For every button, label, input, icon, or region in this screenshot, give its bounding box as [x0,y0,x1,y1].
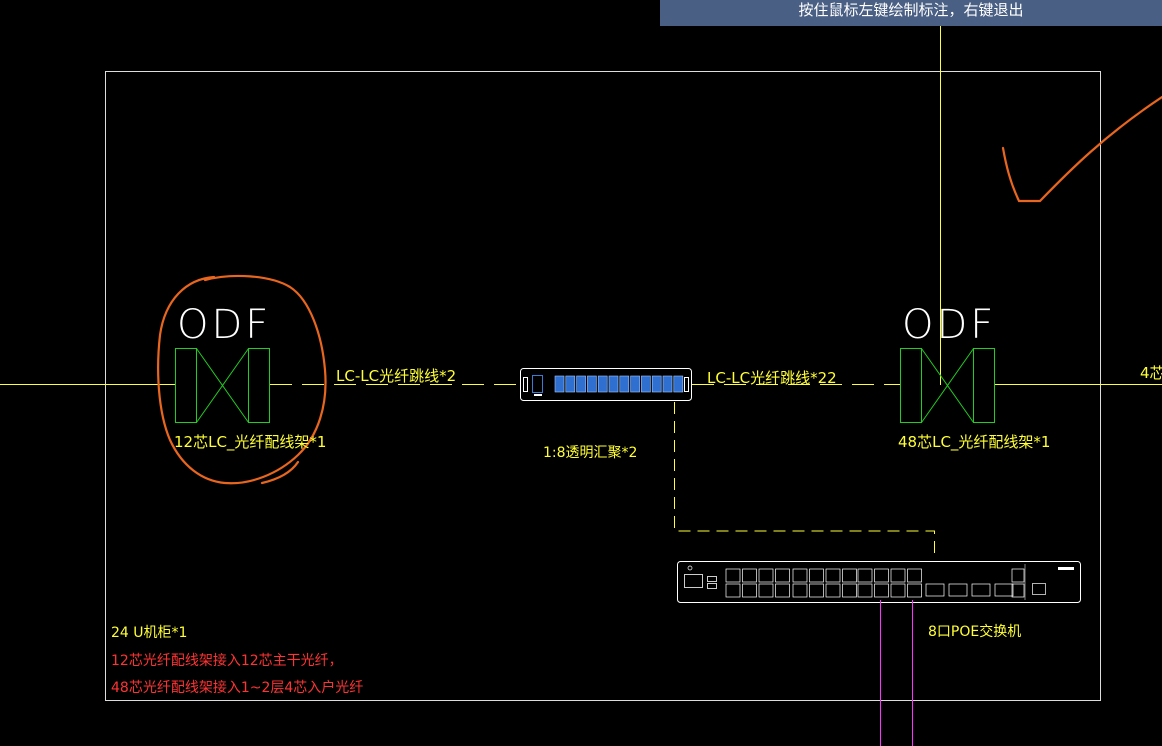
splitter-port [554,375,565,393]
odf-left-caption: 12芯LC_光纤配线架*1 [174,433,327,451]
switch-port [758,568,774,583]
switch-caption: 8口POE交换机 [928,624,1022,640]
switch-port [758,583,774,598]
splitter-caption: 1:8透明汇聚*2 [543,445,638,461]
switch-port [825,583,841,598]
edge-label: 4芯 [1140,364,1162,382]
switch-port [890,583,906,598]
link-left-label: LC-LC光纤跳线*2 [336,367,457,385]
splitter-port [619,375,630,393]
odf-right-title: ODF [902,302,997,348]
switch-port [775,583,790,598]
poe-switch-device [677,561,1081,603]
switch-port [842,583,857,598]
switch-port [809,568,824,583]
switch-port [775,568,790,583]
splitter-port [673,375,684,393]
magenta-cables [880,600,913,746]
annotation-circle-markup [157,274,327,485]
splitter-port [565,375,576,393]
switch-port [725,568,741,583]
switch-port [809,583,824,598]
switch-port [792,583,808,598]
splitter-port [641,375,651,393]
switch-port [725,583,741,598]
odf-left-title: ODF [177,302,272,348]
switch-port [857,583,873,598]
switch-port [825,568,841,583]
switch-port [742,568,757,583]
switch-port [742,583,757,598]
link-right-label: LC-LC光纤跳线*22 [707,369,837,387]
fiber-drop-line [674,402,935,560]
switch-port [842,568,857,583]
switch-port [925,583,945,597]
switch-port [792,568,808,583]
note-cabinet: 24 U机柜*1 [111,625,188,641]
splitter-port [662,375,673,393]
splitter-port [587,375,597,393]
switch-port [994,583,1014,597]
switch-port [1011,583,1025,598]
switch-port [1011,568,1025,583]
note-line-2: 48芯光纤配线架接入1~2层4芯入户光纤 [111,680,364,696]
switch-port [971,583,991,597]
draw-annotation-hint: 按住鼠标左键绘制标注，右键退出 [660,0,1162,26]
switch-port [874,583,889,598]
splitter-port [576,375,586,393]
splitter-port [651,375,662,393]
splitter-port [597,375,608,393]
annotation-stroke-markup [1001,95,1162,203]
odf-right-caption: 48芯LC_光纤配线架*1 [898,433,1051,451]
splitter-device [520,368,692,401]
odf-left-symbol [175,348,270,423]
note-line-1: 12芯光纤配线架接入12芯主干光纤， [111,653,343,669]
switch-port [857,568,873,583]
splitter-port [630,375,640,393]
switch-port [907,568,922,583]
switch-port [874,568,889,583]
drawing-frame [105,71,1101,701]
splitter-port [608,375,619,393]
switch-port [890,568,906,583]
switch-port [907,583,922,598]
odf-right-symbol [900,348,995,423]
switch-port [948,583,968,597]
